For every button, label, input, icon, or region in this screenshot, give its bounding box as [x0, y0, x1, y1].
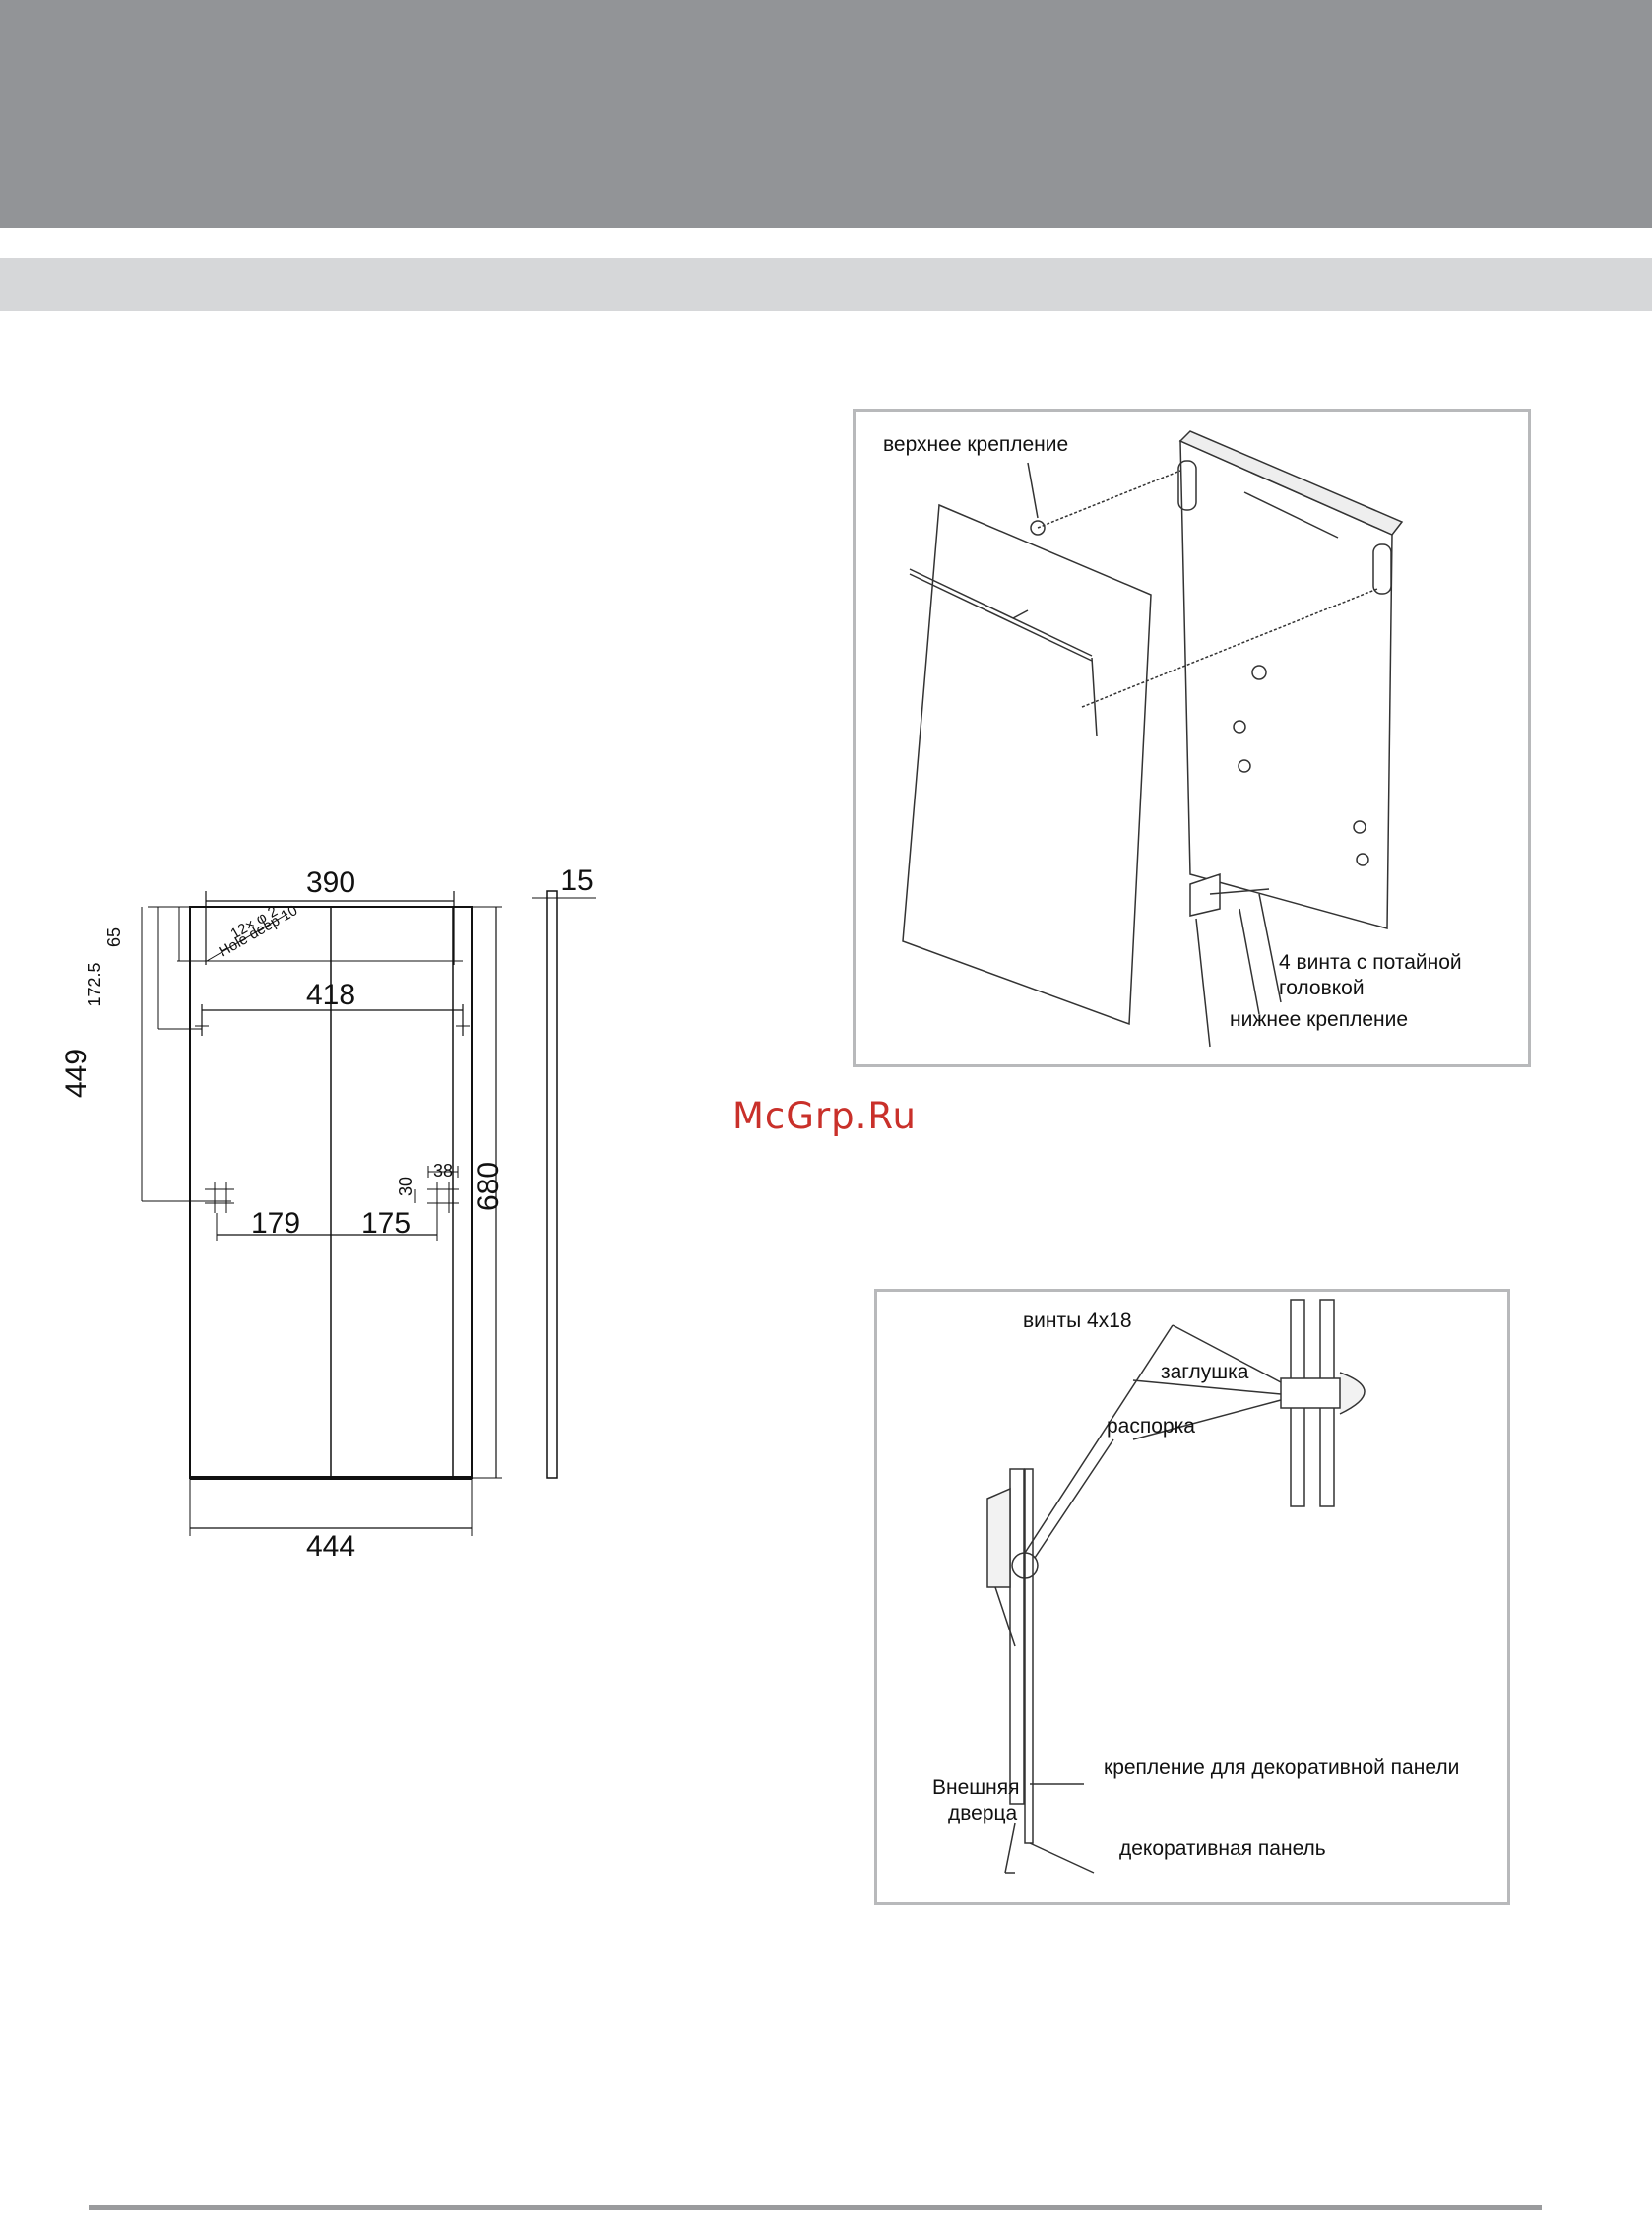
footer-rule	[89, 2205, 1542, 2210]
dim-15: 15	[560, 864, 593, 897]
header-bar	[0, 0, 1652, 228]
plug-label: заглушка	[1161, 1361, 1249, 1383]
screws-label-line1: 4 винта с потайной	[1279, 951, 1462, 974]
dim-418: 418	[306, 979, 355, 1011]
dim-172-5: 172.5	[85, 962, 104, 1006]
panel-side-profile	[547, 891, 557, 1478]
dim-680: 680	[473, 1162, 505, 1211]
outer-door-label-line2: дверца	[948, 1802, 1018, 1824]
section-illustration-panel: винты 4x18 заглушка распорка Внешняя две…	[874, 1289, 1510, 1905]
bottom-mount-label: нижнее крепление	[1230, 1008, 1408, 1031]
screws-label-line2: головкой	[1279, 977, 1365, 999]
dim-179: 179	[251, 1207, 300, 1240]
deco-panel-label: декоративная панель	[1119, 1837, 1326, 1860]
dim-65: 65	[104, 927, 124, 947]
watermark: McGrp.Ru	[732, 1095, 917, 1137]
spacer-label: распорка	[1107, 1415, 1195, 1438]
dim-390: 390	[306, 866, 355, 899]
dim-30: 30	[396, 1177, 415, 1196]
dim-449: 449	[60, 1049, 93, 1098]
panel-mount-label: крепление для декоративной панели	[1104, 1757, 1459, 1779]
dim-175: 175	[361, 1207, 411, 1240]
assembly-illustration: верхнее крепление 4 винта с потайной гол…	[856, 412, 1528, 1064]
bottom-mount-bracket	[1190, 874, 1220, 916]
section-bar	[0, 258, 1652, 311]
dim-38: 38	[433, 1161, 453, 1181]
section-illustration: винты 4x18 заглушка распорка Внешняя две…	[877, 1292, 1507, 1902]
dim-444: 444	[306, 1530, 355, 1556]
panel-dimension-drawing: 390 418 444 179 175 15 38 680 449 172.5 …	[59, 847, 807, 1556]
top-mount-label: верхнее крепление	[883, 433, 1068, 456]
screws-4x18-label: винты 4x18	[1023, 1310, 1132, 1332]
outer-door-label-line1: Внешняя	[932, 1776, 1019, 1799]
assembly-illustration-panel: верхнее крепление 4 винта с потайной гол…	[853, 409, 1531, 1067]
decorative-panel-profile	[1025, 1469, 1033, 1843]
